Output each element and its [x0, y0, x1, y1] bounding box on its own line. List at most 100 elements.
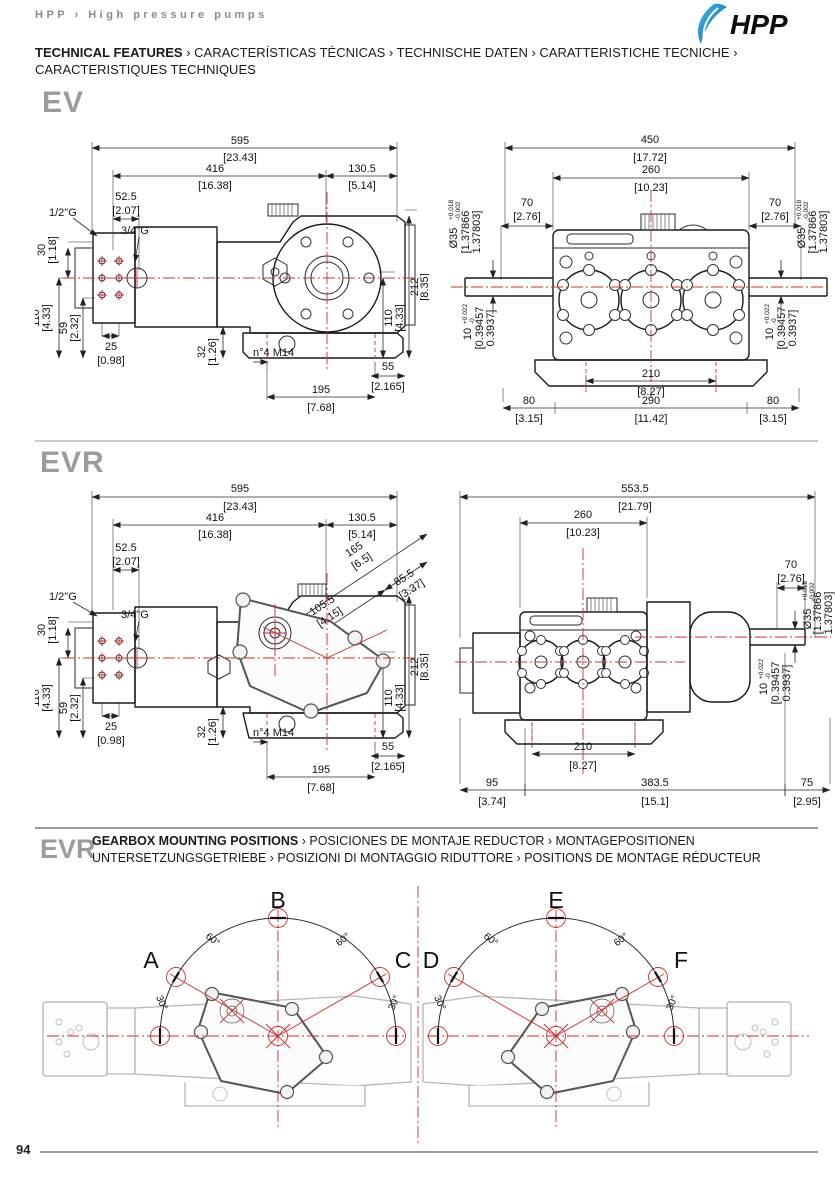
- evr-side-dimension-lines: [56, 494, 428, 780]
- evr-dim-595-mm: 595: [231, 483, 249, 495]
- ev-dim-416-in: [16.38]: [198, 180, 232, 192]
- gearbox-section-label: EVR: [40, 834, 96, 864]
- position-label-f: F: [674, 947, 688, 973]
- ev-dia35R-tol-plus: +0.018: [796, 200, 803, 220]
- ev-dia35L-in-top: [1.37866: [460, 211, 472, 254]
- mounting-diagram-right: D E F 60° 60° 30° 30°: [417, 886, 809, 1146]
- evr-dim-30-mm: 30: [36, 624, 48, 636]
- position-label-e: E: [548, 887, 563, 913]
- evr-dia35: Ø35 +0.018 -0.002: [802, 581, 816, 630]
- ev-dim-70L-mm: 70: [521, 197, 533, 209]
- page-number: 94: [16, 1142, 31, 1157]
- evr-dim-32-in: [1.26]: [207, 718, 219, 746]
- evr-dim-110R-mm: 110: [383, 689, 395, 707]
- evr-d10-tol-plus: +0.022: [758, 659, 765, 679]
- page-title-line2: CARACTERISTIQUES TECHNIQUES: [35, 62, 256, 77]
- evr-side-centerlines: [63, 573, 419, 750]
- evr-dim-130_5-in: [5.14]: [348, 529, 376, 541]
- mountL-cover-bolts: [193, 986, 334, 1100]
- evr-dim-212-in: [8.35]: [419, 653, 429, 681]
- evr-d10-tol-minus: -0: [765, 673, 772, 679]
- evr-dia35-tol-plus: +0.018: [802, 581, 809, 601]
- ev-side-view-drawing: 595 [23.43] 416 [16.38] 130.5 [5.14] 52.…: [35, 135, 429, 414]
- evr-dim-260-mm: 260: [574, 509, 592, 521]
- mountR-labels: D E F 60° 60° 30° 30°: [423, 887, 688, 1012]
- evr-d10-mm: 10: [758, 683, 770, 695]
- ev-dim-210-mm: 210: [642, 368, 660, 380]
- ev-dim-52_5-in: [2.07]: [112, 205, 140, 217]
- evr-dim-383_5-mm: 383.5: [641, 777, 669, 789]
- ev-dim-55-in: [2.165]: [371, 381, 405, 393]
- evr-dia35-in-bottom: 1.37803]: [823, 592, 835, 635]
- evr-dim-130_5-mm: 130.5: [348, 512, 376, 524]
- ev-dim-80L-in: [3.15]: [515, 413, 543, 425]
- evr-dim-25-mm: 25: [105, 721, 117, 733]
- ev-dim-80R-mm: 80: [767, 395, 779, 407]
- section-heading-ev: EV: [42, 86, 85, 119]
- position-label-d: D: [423, 947, 440, 973]
- ev-end-pump-outline: [464, 213, 828, 387]
- ev-d10R-tol-minus: -0: [771, 318, 778, 324]
- ev-d10tol-left: 10 +0.022 -0: [462, 304, 476, 341]
- evr-side-dimension-labels: 595 [23.43] 416 [16.38] 130.5 [5.14] 165…: [35, 483, 429, 794]
- mountL-arc-ticks: [158, 916, 398, 1044]
- evr-dim-70-in: [2.76]: [777, 573, 805, 585]
- ev-side-centerlines: [63, 192, 419, 370]
- ev-dim-212-in: [8.35]: [419, 273, 429, 301]
- evr-dim-95-mm: 95: [486, 777, 498, 789]
- gearbox-title-line2: UNTERSETZUNGSGETRIEBE › POSIZIONI DI MON…: [92, 850, 761, 865]
- ev-dim-595-mm: 595: [231, 135, 249, 147]
- mountR-arc-ticks: [436, 916, 676, 1044]
- ev-d10L-tol-minus: -0: [469, 318, 476, 324]
- page-title-rest: › CARACTERÍSTICAS TÉCNICAS › TECHNISCHE …: [182, 45, 738, 60]
- ev-dia35-right: Ø35 +0.018 -0.002: [796, 200, 810, 249]
- hpp-logo: HPP: [698, 3, 788, 44]
- evr-dim-212-mm: 212: [409, 658, 421, 676]
- ev-dim-260-in: [10.23]: [634, 182, 668, 194]
- ev-dim-30-mm: 30: [36, 244, 48, 256]
- breadcrumb: HPP › High pressure pumps: [35, 9, 268, 21]
- evr-dim-383_5-in: [15.1]: [641, 796, 669, 808]
- evr-end-view-drawing: 553.5 [21.79] 260 [10.23] 70 [2.76] Ø35 …: [455, 483, 835, 808]
- page-title-bold: TECHNICAL FEATURES: [35, 45, 183, 60]
- position-label-b: B: [270, 887, 285, 913]
- ev-dim-110L-in: [4.33]: [41, 304, 53, 332]
- ev-dim-110R-mm: 110: [383, 309, 395, 327]
- evr-end-pump-outline: [459, 597, 806, 745]
- ev-dim-416-mm: 416: [206, 163, 224, 175]
- ev-dim-110R-in: [4.33]: [394, 304, 406, 332]
- evr-dim-165: 165 [6.5]: [343, 540, 374, 573]
- mounting-diagram-left: A B C 60° 60° 30° 30°: [42, 887, 412, 1130]
- ev-side-dimension-lines: [56, 145, 412, 400]
- ev-dia35L-tol-plus: +0.018: [448, 200, 455, 220]
- evr-dim-52_5-in: [2.07]: [112, 556, 140, 568]
- mountL-red-geometry: [47, 908, 407, 1130]
- ev-m14-label: n°4 M14: [253, 347, 294, 359]
- evr-dim-595-in: [23.43]: [223, 501, 257, 513]
- ev-end-view-drawing: 450 [17.72] 260 [10.23] 70 [2.76] 70 [2.…: [448, 134, 830, 425]
- section-divider-evr: [35, 440, 818, 442]
- evr-dim-25-in: [0.98]: [97, 735, 125, 747]
- logo-wordmark: HPP: [730, 9, 788, 40]
- gearbox-section-title: GEARBOX MOUNTING POSITIONS › POSICIONES …: [92, 833, 822, 866]
- evr-dim-75-mm: 75: [801, 777, 813, 789]
- evr-m14-label: n°4 M14: [253, 727, 294, 739]
- ev-dim-70R-mm: 70: [769, 197, 781, 209]
- ev-d10R-in-bottom: 0.3937]: [787, 310, 799, 347]
- ev-dia35R-in-bottom: 1.37803]: [818, 211, 830, 254]
- ev-d10tol-right: 10 +0.022 -0: [764, 304, 778, 341]
- ev-dia35R-mm: Ø35: [796, 228, 808, 249]
- ev-dim-130_5-mm: 130.5: [348, 163, 376, 175]
- ev-dim-25-mm: 25: [105, 341, 117, 353]
- evr-dim-210-in: [8.27]: [569, 760, 597, 772]
- ev-dim-80L-mm: 80: [523, 395, 535, 407]
- gearbox-title-rest: › POSICIONES DE MONTAJE REDUCTOR › MONTA…: [298, 834, 695, 848]
- evr-dim-59-mm: 59: [58, 702, 70, 714]
- ev-dim-595-in: [23.43]: [223, 152, 257, 164]
- ev-dim-32-mm: 32: [196, 346, 208, 358]
- evr-dim-553_5-in: [21.79]: [618, 501, 652, 513]
- ev-dim-260-mm: 260: [642, 164, 660, 176]
- evr-dim-110L-mm: 110: [35, 689, 42, 707]
- ev-dim-210-in: [8.27]: [637, 386, 665, 398]
- evr-side-view-drawing: 595 [23.43] 416 [16.38] 130.5 [5.14] 165…: [35, 483, 429, 794]
